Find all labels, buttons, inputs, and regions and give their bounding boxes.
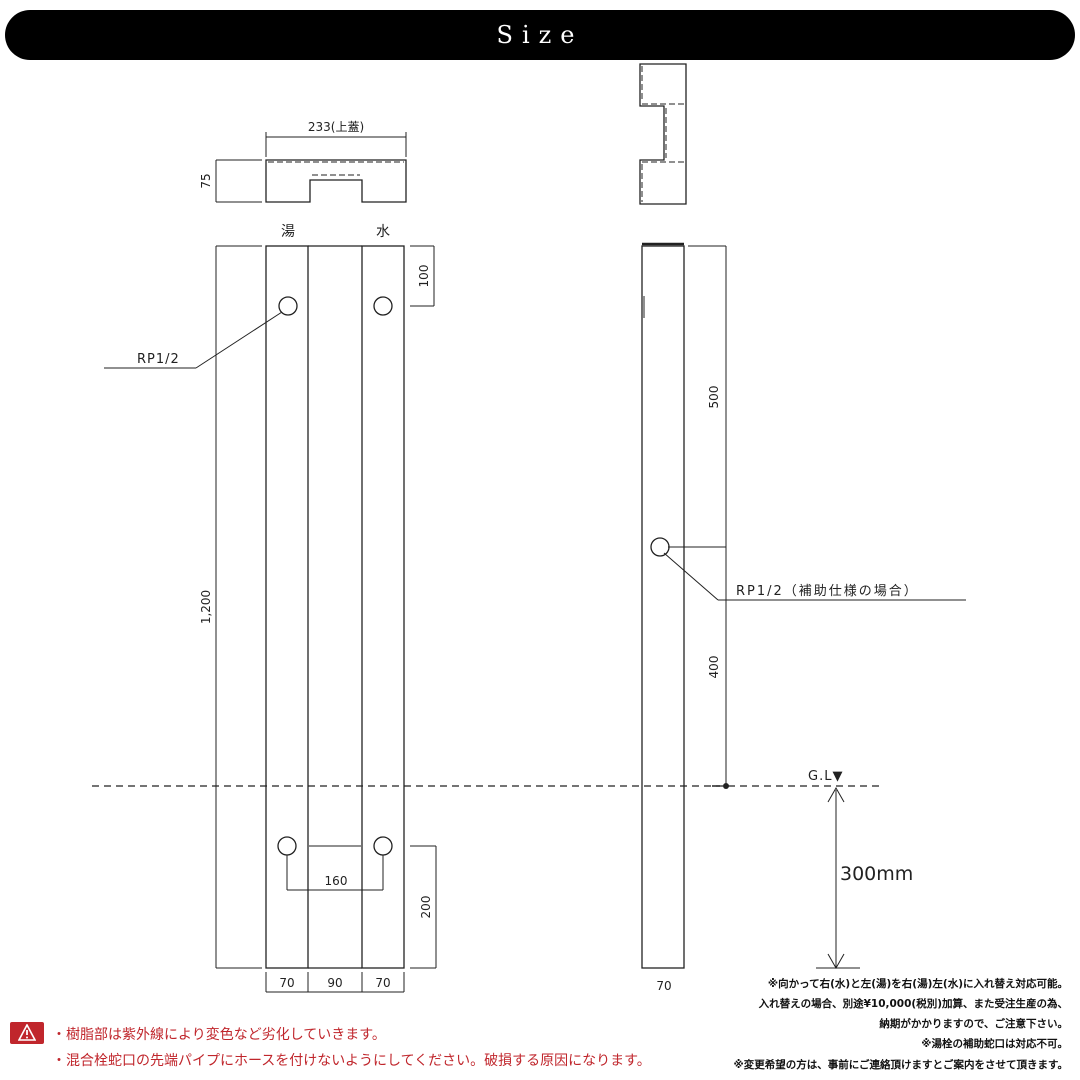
label-dim-90: 90 bbox=[327, 976, 342, 990]
note-line-5: ※変更希望の方は、事前にご連絡頂けますとご案内をさせて頂きます。 bbox=[733, 1059, 1068, 1071]
top-cap-outline bbox=[265, 159, 407, 203]
side-cap-outline bbox=[639, 63, 687, 205]
label-depth: 300mm bbox=[840, 863, 913, 885]
front-post-hot bbox=[265, 245, 309, 969]
outlet-cold-bottom bbox=[373, 836, 393, 856]
label-rp-side: RP1/2（補助仕様の場合） bbox=[736, 584, 919, 599]
label-gl: G.L▼ bbox=[808, 769, 843, 784]
label-top-height: 75 bbox=[199, 173, 213, 188]
label-side-400: 400 bbox=[707, 656, 721, 679]
warning-line-1: ・樹脂部は紫外線により変色など劣化していきます。 bbox=[52, 1027, 386, 1043]
label-dim-70-right: 70 bbox=[375, 976, 390, 990]
front-post-cold bbox=[361, 245, 405, 969]
outlet-cold-top bbox=[373, 296, 393, 316]
label-dim-160: 160 bbox=[325, 874, 348, 888]
outlet-hot-bottom bbox=[277, 836, 297, 856]
note-line-4: ※湯栓の補助蛇口は対応不可。 bbox=[921, 1038, 1068, 1050]
warning-line-2: ・混合栓蛇口の先端パイプにホースを付けないようにしてください。破損する原因になり… bbox=[52, 1053, 651, 1069]
outlet-side-aux bbox=[650, 537, 670, 557]
label-dim-200: 200 bbox=[419, 896, 433, 919]
header-title: Size bbox=[496, 21, 584, 49]
note-line-3: 納期がかかりますので、ご注意下さい。 bbox=[879, 1018, 1068, 1030]
label-rp-front: RP1/2 bbox=[137, 352, 180, 367]
label-dim-100: 100 bbox=[417, 265, 431, 288]
note-line-1: ※向かって右(水)と左(湯)を右(湯)左(水)に入れ替え対応可能。 bbox=[767, 978, 1068, 990]
label-total-height: 1,200 bbox=[199, 590, 213, 624]
label-dim-70-left: 70 bbox=[279, 976, 294, 990]
outlet-hot-top bbox=[278, 296, 298, 316]
header-bar: Size bbox=[5, 10, 1075, 60]
label-hot: 湯 bbox=[281, 223, 295, 240]
label-side-width: 70 bbox=[656, 979, 671, 993]
label-cold: 水 bbox=[376, 224, 390, 240]
warning-icon bbox=[10, 1022, 44, 1044]
label-top-width: 233(上蓋) bbox=[308, 120, 364, 134]
note-line-2: 入れ替えの場合、別途¥10,000(税別)加算、また受注生産の為、 bbox=[758, 998, 1068, 1010]
label-side-500: 500 bbox=[707, 386, 721, 409]
side-post bbox=[641, 242, 685, 969]
